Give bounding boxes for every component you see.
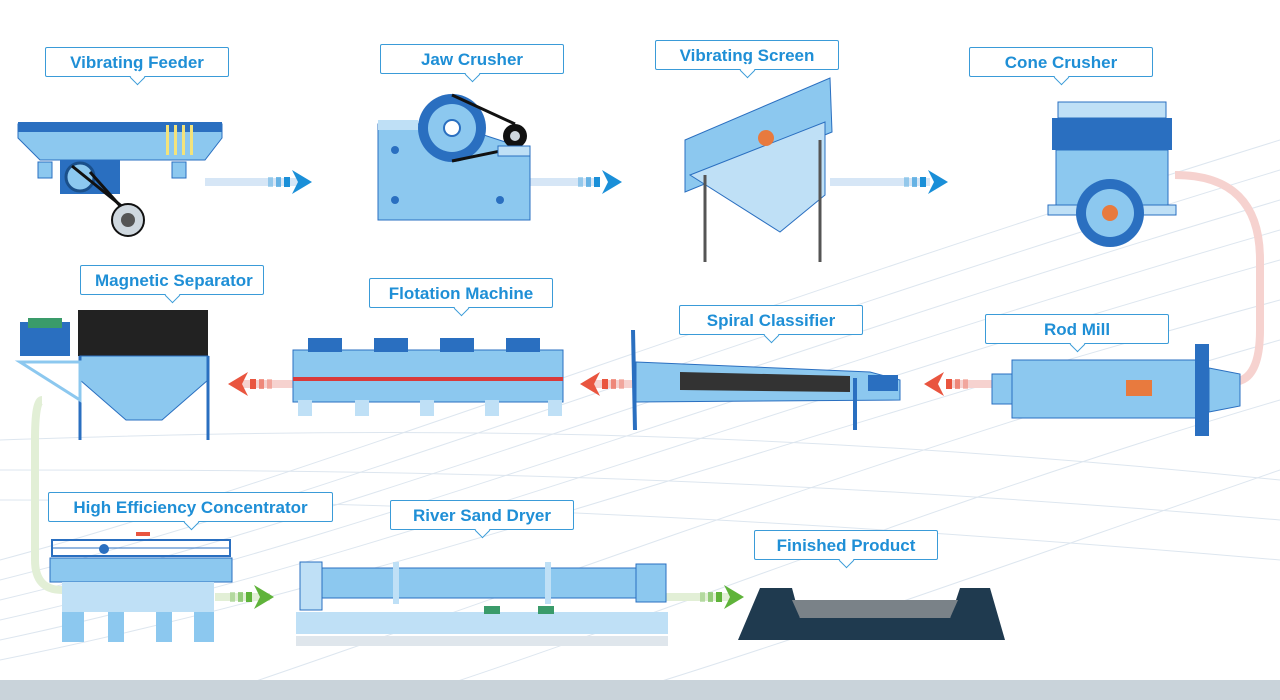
label-vibrating-screen: Vibrating Screen: [655, 40, 839, 70]
jaw-crusher-icon: [377, 93, 531, 221]
cone-crusher-icon: [1047, 101, 1177, 247]
label-jaw-crusher: Jaw Crusher: [380, 44, 564, 74]
arrow-concentrator-to-dryer: [230, 585, 274, 609]
label-magnetic-separator: Magnetic Separator: [80, 265, 264, 295]
label-high-efficiency-concentrator: High Efficiency Concentrator: [48, 492, 333, 522]
spiral-classifier-icon: [631, 329, 901, 431]
label-cone-crusher: Cone Crusher: [969, 47, 1153, 77]
flotation-machine-icon: [292, 338, 564, 416]
label-vibrating-feeder: Vibrating Feeder: [45, 47, 229, 77]
arrow-flotation-to-magnetic: [228, 372, 272, 396]
sand-dryer-icon: [296, 561, 668, 646]
arrow-jaw-to-screen: [578, 170, 622, 194]
arrow-dryer-to-product: [700, 585, 744, 609]
arrow-feeder-to-jaw: [268, 170, 312, 194]
magnetic-separator-icon: [14, 310, 210, 440]
label-finished-product: Finished Product: [754, 530, 938, 560]
label-flotation-machine: Flotation Machine: [369, 278, 553, 308]
arrow-classifier-to-flotation: [580, 372, 624, 396]
arrow-rodmill-to-classifier: [924, 372, 968, 396]
label-river-sand-dryer: River Sand Dryer: [390, 500, 574, 530]
vibrating-screen-icon: [684, 77, 833, 262]
arrow-screen-to-cone: [904, 170, 948, 194]
finished-product-icon: [738, 588, 1005, 640]
concentrator-icon: [49, 532, 233, 642]
footer-band: [0, 680, 1280, 700]
label-rod-mill: Rod Mill: [985, 314, 1169, 344]
label-spiral-classifier: Spiral Classifier: [679, 305, 863, 335]
rod-mill-icon: [991, 344, 1241, 436]
vibrating-feeder-icon: [17, 122, 223, 237]
